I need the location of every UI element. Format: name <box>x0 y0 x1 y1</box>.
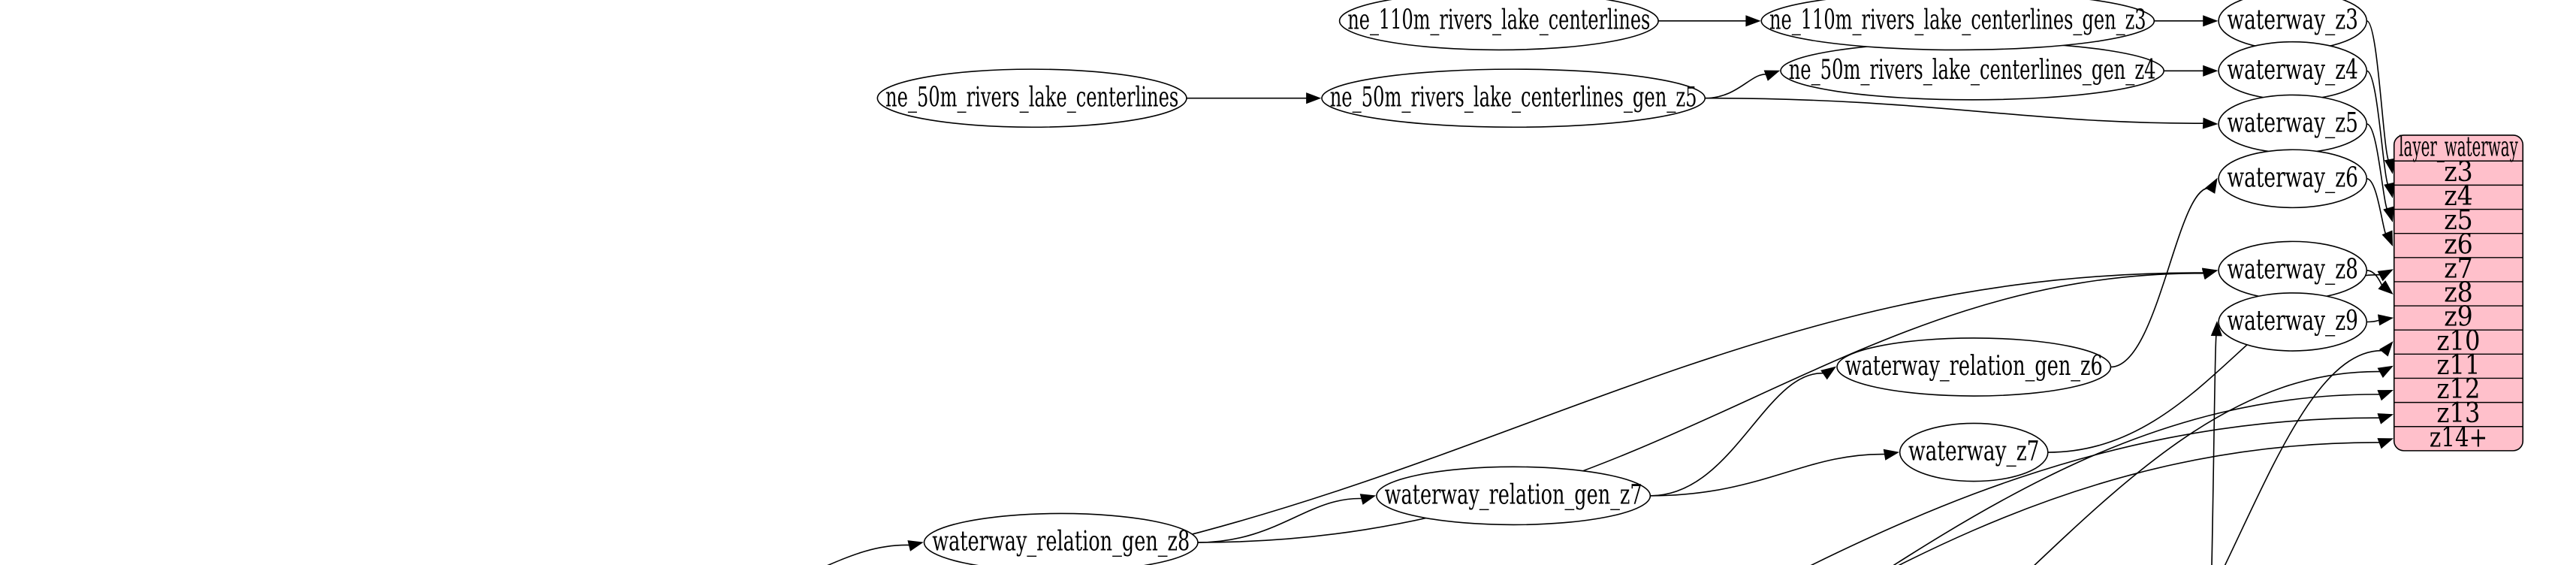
edge-arrowhead <box>2380 342 2393 355</box>
node-shape <box>1322 69 1705 127</box>
graph-edge <box>1650 455 1887 496</box>
graph-edge <box>2366 179 2388 237</box>
graph-edge <box>1650 373 1826 496</box>
graph-node-waterway_z8[interactable]: waterway_z8 <box>2219 241 2366 299</box>
node-shape <box>2219 293 2366 351</box>
edge-arrowhead <box>2203 269 2217 279</box>
edge-arrowhead <box>2382 231 2392 245</box>
node-shape <box>1761 0 2154 50</box>
edge-arrowhead <box>2203 65 2217 76</box>
graph-edge <box>1198 273 2206 542</box>
edge-arrowhead <box>2206 179 2217 193</box>
graph-edge <box>2207 333 2216 565</box>
edge-arrowhead <box>1746 16 1760 26</box>
graph-edge <box>2366 21 2390 162</box>
edge-arrowhead <box>1307 93 1320 104</box>
edge-arrowhead <box>2378 439 2392 449</box>
graph-edge <box>1705 98 2206 124</box>
edge-arrowhead <box>1821 367 1835 379</box>
edge-arrowhead <box>2378 414 2392 424</box>
graph-node-ne_110m_rivers_lake_centerlines_gen_z3[interactable]: ne_110m_rivers_lake_centerlines_gen_z3 <box>1761 0 2154 50</box>
edge-arrowhead <box>2378 391 2392 400</box>
graph-edge <box>2053 351 2385 565</box>
edge-arrowhead <box>2378 315 2393 325</box>
record-node-layer-waterway[interactable]: layer_waterwayz3z4z5z6z7z8z9z10z11z12z13… <box>2394 131 2523 454</box>
node-shape <box>2219 42 2366 100</box>
graph-edge <box>701 545 912 565</box>
graph-node-ne_110m_rivers_lake_centerlines[interactable]: ne_110m_rivers_lake_centerlines <box>1340 0 1658 50</box>
edge-arrowhead <box>2203 16 2217 26</box>
graph-edge <box>1198 498 1364 542</box>
graph-edge <box>2366 124 2389 211</box>
node-shape <box>877 69 1187 127</box>
edge-arrowhead <box>1884 449 1898 460</box>
node-shape <box>925 513 1198 565</box>
graph-node-waterway_relation_gen_z7[interactable]: waterway_relation_gen_z7 <box>1377 467 1650 524</box>
node-shape <box>1377 467 1650 524</box>
record-outline <box>2394 135 2523 451</box>
edge-arrowhead <box>908 541 922 551</box>
node-shape <box>1837 338 2110 396</box>
node-shape <box>1340 0 1658 50</box>
graph-edge <box>1112 394 2381 565</box>
edge-arrowhead <box>2378 366 2392 377</box>
node-shape <box>1900 423 2048 481</box>
graph-node-ne_50m_rivers_lake_centerlines_gen_z5[interactable]: ne_50m_rivers_lake_centerlines_gen_z5 <box>1322 69 1705 127</box>
edge-arrowhead <box>2378 281 2392 294</box>
graph-edge <box>687 443 2381 565</box>
graph-edge <box>1586 372 2383 565</box>
edge-arrowhead <box>1360 494 1374 504</box>
graph-edge <box>2366 71 2390 186</box>
edge-arrowhead <box>1764 71 1778 80</box>
node-shape <box>2219 241 2366 299</box>
graph-node-waterway_z7[interactable]: waterway_z7 <box>1900 423 2048 481</box>
edge-arrowhead <box>2384 183 2394 197</box>
graph-edge <box>2110 188 2211 367</box>
graph-node-waterway_z9[interactable]: waterway_z9 <box>2219 293 2366 351</box>
graph-node-waterway_z6[interactable]: waterway_z6 <box>2219 150 2366 207</box>
graph-node-ne_50m_rivers_lake_centerlines[interactable]: ne_50m_rivers_lake_centerlines <box>877 69 1187 127</box>
graph-node-ne_50m_rivers_lake_centerlines_gen_z4[interactable]: ne_50m_rivers_lake_centerlines_gen_z4 <box>1781 42 2164 100</box>
edge-arrowhead <box>2378 270 2392 281</box>
graph-node-waterway_relation_gen_z8[interactable]: waterway_relation_gen_z8 <box>925 513 1198 565</box>
graph-edge <box>687 418 2381 565</box>
record-node-layer: layer_waterwayz3z4z5z6z7z8z9z10z11z12z13… <box>2394 131 2523 454</box>
graph-node-waterway_z4[interactable]: waterway_z4 <box>2219 42 2366 100</box>
graph-edge <box>1705 74 1769 98</box>
edges-layer <box>143 16 2395 565</box>
edge-arrowhead <box>2384 207 2394 221</box>
edge-arrowhead <box>2203 118 2217 128</box>
graph-node-waterway_relation_gen_z6[interactable]: waterway_relation_gen_z6 <box>1837 338 2110 396</box>
node-shape <box>2219 150 2366 207</box>
edge-arrowhead <box>2212 322 2222 335</box>
graph-edge <box>701 273 2206 565</box>
graph-node-waterway_z5[interactable]: waterway_z5 <box>2219 95 2366 153</box>
node-shape <box>2219 95 2366 153</box>
node-shape <box>1781 42 2164 100</box>
